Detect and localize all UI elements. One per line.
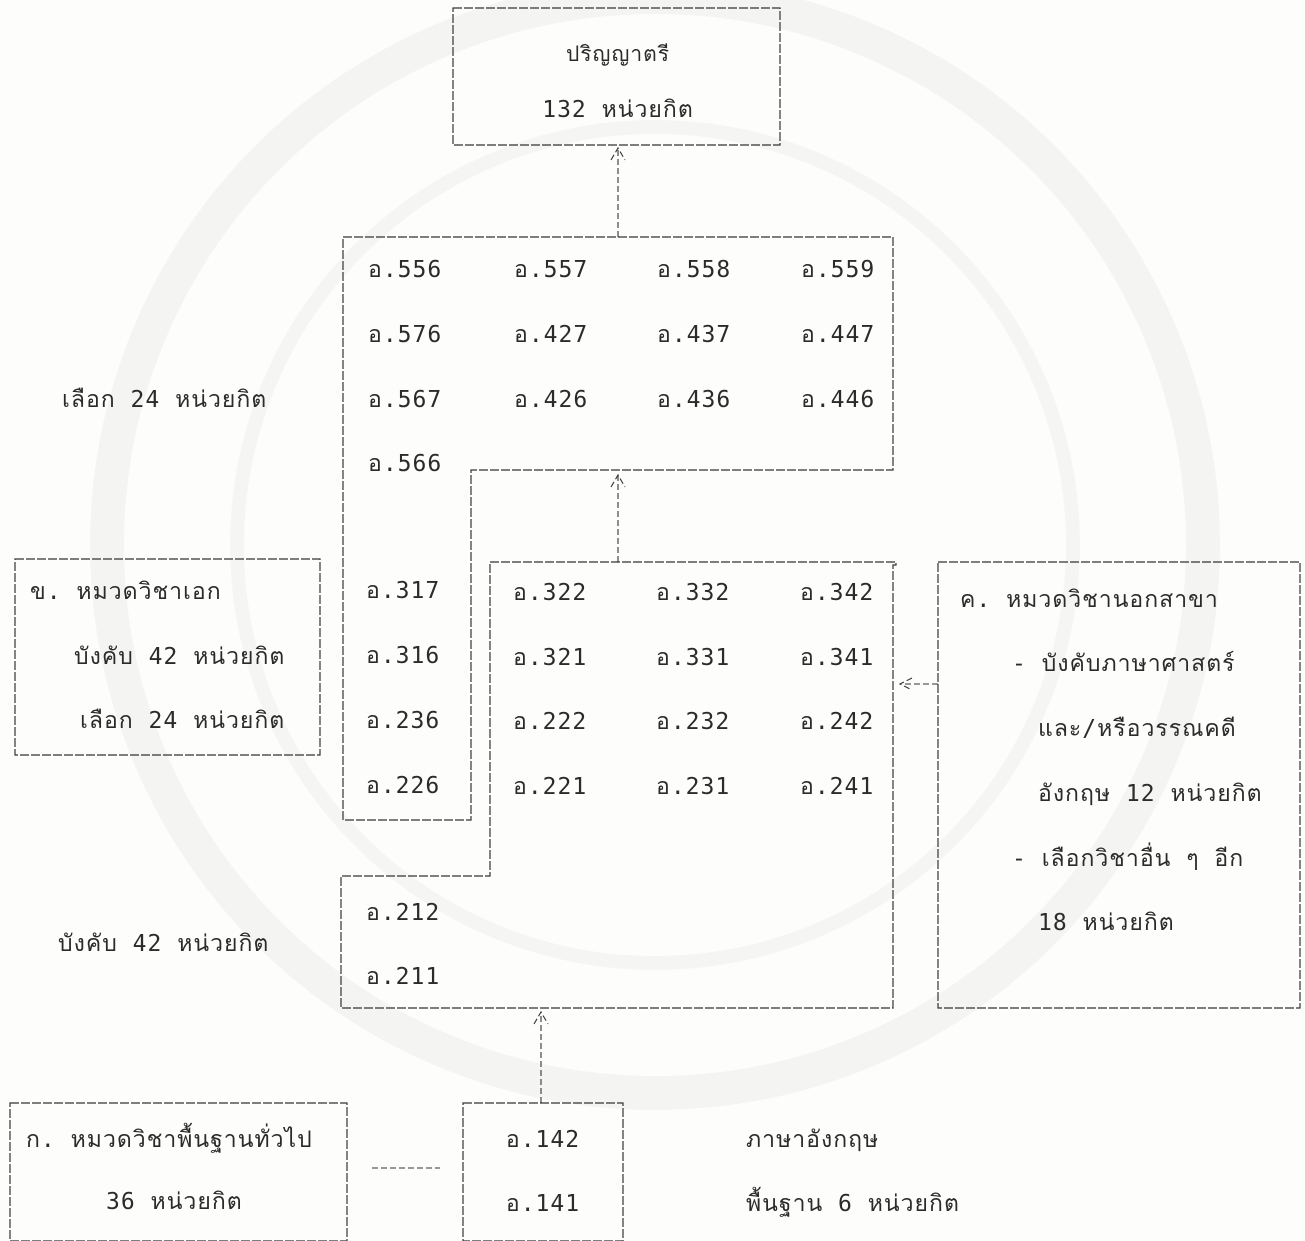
course-code: อ.447	[801, 322, 876, 348]
major-required: บังคับ 42 หน่วยกิต	[74, 644, 286, 670]
free-line: และ/หรือวรรณคดี	[1038, 716, 1237, 742]
general-box	[9, 1102, 348, 1241]
course-code: อ.559	[801, 257, 876, 283]
free-line: - บังคับภาษาศาสตร์	[1012, 651, 1236, 677]
general-credits: 36 หน่วยกิต	[106, 1189, 243, 1215]
course-code: อ.321	[513, 645, 588, 671]
course-code: อ.322	[513, 580, 588, 606]
basic-label-title: ภาษาอังกฤษ	[746, 1127, 880, 1153]
course-code: อ.558	[657, 257, 732, 283]
major-title: ข. หมวดวิชาเอก	[30, 579, 222, 605]
major-elective: เลือก 24 หน่วยกิต	[80, 708, 286, 734]
major-box	[14, 558, 321, 756]
degree-credits: 132 หน่วยกิต	[542, 97, 694, 123]
arrow-head	[610, 473, 626, 488]
upper-courses-box	[342, 236, 894, 821]
course-code: อ.341	[800, 645, 875, 671]
course-code: อ.142	[505, 1127, 581, 1153]
arrow-head	[533, 1010, 549, 1025]
course-code: อ.427	[514, 322, 589, 348]
course-code: อ.236	[366, 708, 441, 734]
degree-box	[452, 7, 781, 146]
course-code: อ.332	[656, 580, 731, 606]
course-code: อ.241	[800, 774, 875, 800]
arrow-head	[610, 146, 626, 161]
course-code: อ.342	[800, 580, 875, 606]
general-title: ก. หมวดวิชาพื้นฐานทั่วไป	[26, 1127, 313, 1153]
course-code: อ.141	[505, 1191, 581, 1217]
free-electives-box	[937, 561, 1301, 1009]
free-line: - เลือกวิชาอื่น ๆ อีก	[1012, 846, 1245, 872]
course-code: อ.231	[656, 774, 731, 800]
course-code: อ.426	[514, 387, 589, 413]
course-code: อ.222	[513, 709, 588, 735]
free-title: ค. หมวดวิชานอกสาขา	[960, 587, 1219, 613]
course-code: อ.242	[800, 709, 875, 735]
course-code: อ.436	[657, 387, 732, 413]
course-code: อ.446	[801, 387, 876, 413]
course-code: อ.556	[368, 257, 443, 283]
middle-courses-box	[340, 561, 897, 1009]
basic-label-credits: พื้นฐาน 6 หน่วยกิต	[746, 1191, 960, 1217]
course-code: อ.221	[513, 774, 588, 800]
course-code: อ.317	[366, 578, 441, 604]
course-code: อ.232	[656, 709, 731, 735]
course-code: อ.211	[366, 964, 441, 990]
upper-elective-label: เลือก 24 หน่วยกิต	[62, 387, 268, 413]
course-code: อ.566	[368, 451, 443, 477]
arrow-head	[898, 677, 913, 691]
course-code: อ.331	[656, 645, 731, 671]
free-line: 18 หน่วยกิต	[1038, 910, 1175, 936]
degree-title: ปริญญาตรี	[565, 42, 671, 66]
free-line: อังกฤษ 12 หน่วยกิต	[1038, 781, 1263, 807]
course-code: อ.437	[657, 322, 732, 348]
course-code: อ.576	[368, 322, 443, 348]
course-code: อ.557	[514, 257, 589, 283]
course-code: อ.316	[366, 643, 441, 669]
course-code: อ.226	[366, 773, 441, 799]
course-code: อ.212	[366, 900, 441, 926]
core-required-label: บังคับ 42 หน่วยกิต	[58, 931, 270, 957]
basic-courses-box	[462, 1102, 624, 1241]
course-code: อ.567	[368, 387, 443, 413]
